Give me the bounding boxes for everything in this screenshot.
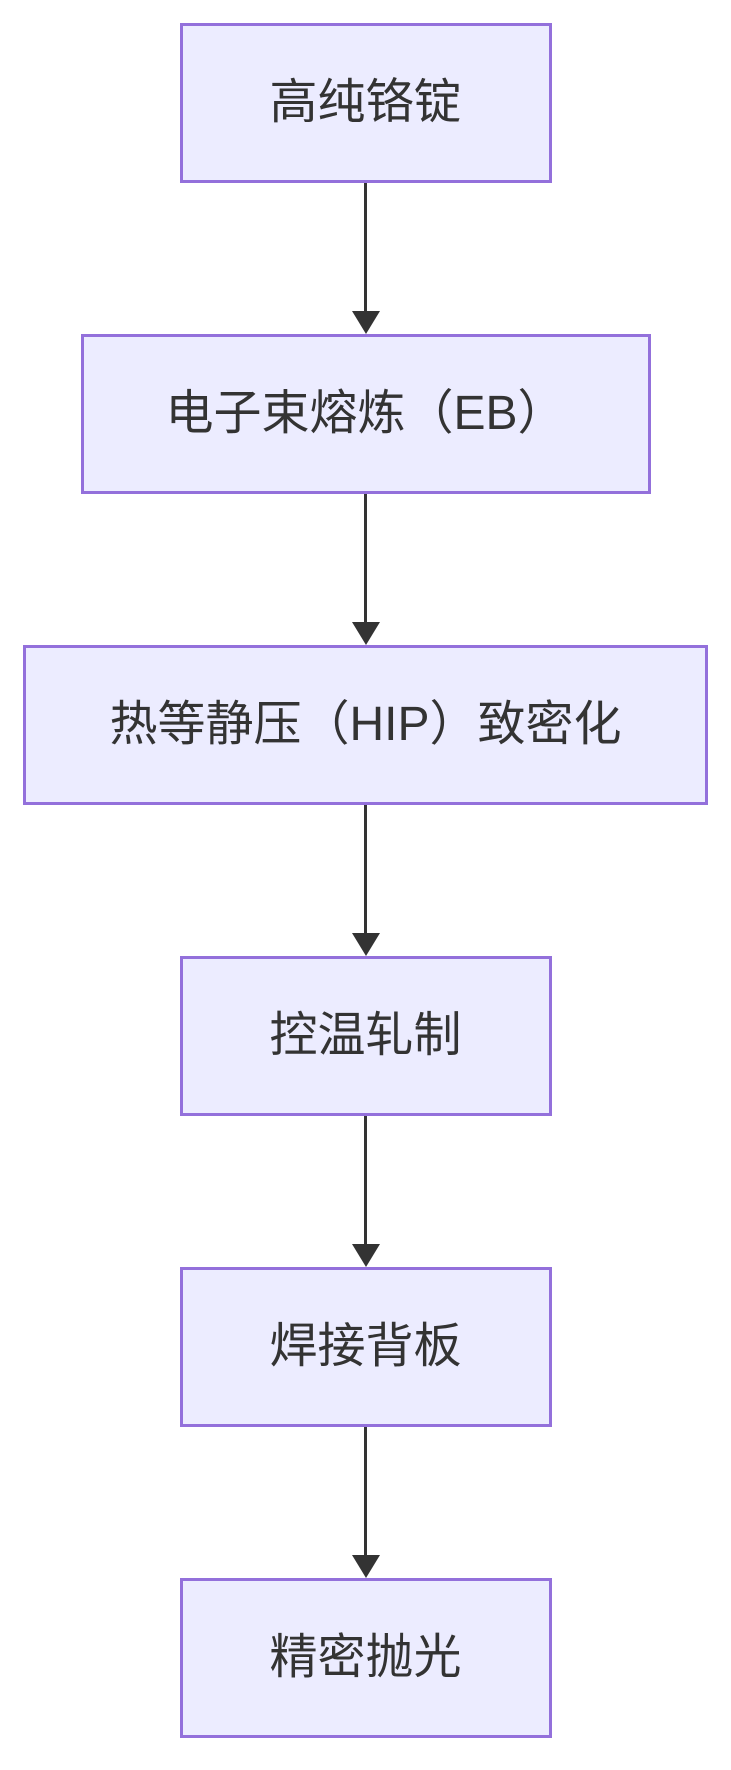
arrow-head-icon [351, 622, 380, 645]
flow-node-precision-polishing: 精密抛光 [179, 1578, 552, 1738]
flow-arrow-3 [351, 805, 380, 956]
arrow-shaft [364, 1116, 367, 1245]
arrow-head-icon [351, 311, 380, 334]
flow-node-label: 高纯铬锭 [269, 76, 462, 129]
flow-node-label: 热等静压（HIP）致密化 [109, 698, 622, 751]
arrow-shaft [364, 1427, 367, 1556]
flow-arrow-4 [351, 1116, 380, 1267]
flow-arrow-2 [351, 494, 380, 645]
flow-node-label: 焊接背板 [269, 1320, 462, 1373]
flow-node-hip-densification: 热等静压（HIP）致密化 [23, 645, 708, 805]
arrow-head-icon [351, 1244, 380, 1267]
flow-node-high-purity-chromium-ingot: 高纯铬锭 [179, 23, 552, 183]
arrow-head-icon [351, 933, 380, 956]
flow-node-label: 电子束熔炼（EB） [165, 387, 566, 440]
flow-node-label: 控温轧制 [269, 1009, 462, 1062]
arrow-shaft [364, 183, 367, 312]
flow-node-backing-plate-welding: 焊接背板 [179, 1267, 552, 1427]
arrow-shaft [364, 494, 367, 623]
flow-node-temperature-controlled-rolling: 控温轧制 [179, 956, 552, 1116]
arrow-head-icon [351, 1555, 380, 1578]
arrow-shaft [364, 805, 367, 934]
flow-node-electron-beam-melting: 电子束熔炼（EB） [80, 334, 651, 494]
flow-node-label: 精密抛光 [269, 1631, 462, 1684]
flow-arrow-5 [351, 1427, 380, 1578]
flow-arrow-1 [351, 183, 380, 334]
